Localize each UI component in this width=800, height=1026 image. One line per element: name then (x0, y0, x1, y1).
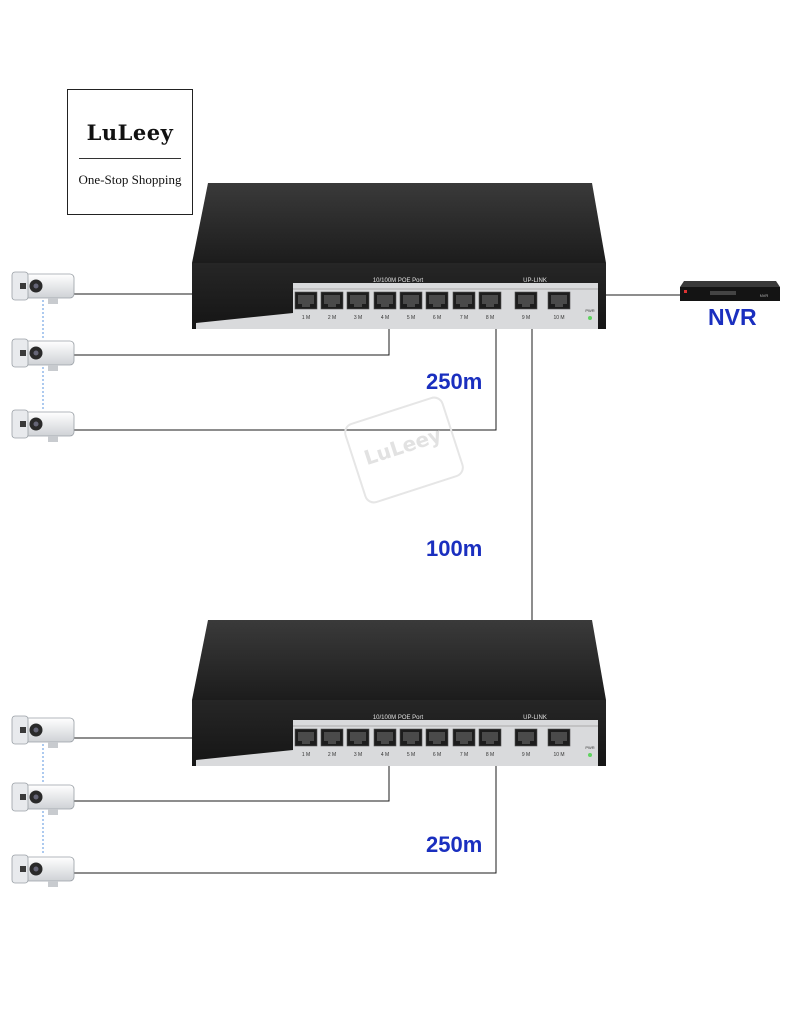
rj45-port: 2 M (320, 291, 344, 321)
uplink-label: UP-LINK (523, 715, 547, 721)
nvr-front-text: NVR (760, 293, 769, 298)
rj45-port: 6 M (425, 728, 449, 758)
rj45-port: 7 M (452, 728, 476, 758)
poe-switch-bottom: 10/100M POE Port UP-LINK PWR 1 M 2 M 3 M 4 M 5 … (192, 620, 606, 766)
uplink-label: UP-LINK (523, 278, 547, 284)
port-number: 9 M (522, 752, 530, 758)
power-led (588, 753, 592, 757)
rj45-port: 1 M (294, 291, 318, 321)
network-cable (74, 309, 497, 431)
pwr-label: PWR (585, 745, 594, 750)
port-number: 1 M (302, 752, 310, 758)
brand-tagline: One-Stop Shopping (78, 172, 182, 187)
rj45-port: 5 M (399, 728, 423, 758)
distance-label-inter-switch: 100m (426, 536, 483, 561)
rj45-port: 9 M (514, 728, 538, 758)
brand-name: LuLeey (86, 120, 174, 145)
port-number: 4 M (381, 315, 389, 321)
port-number: 3 M (354, 752, 362, 758)
port-number: 7 M (460, 315, 468, 321)
port-number: 7 M (460, 752, 468, 758)
port-number: 5 M (407, 315, 415, 321)
port-number: 2 M (328, 752, 336, 758)
port-number: 6 M (433, 315, 441, 321)
rj45-port: 3 M (346, 291, 370, 321)
rj45-port: 1 M (294, 728, 318, 758)
switch-top-face (192, 183, 606, 263)
poe-switch-top: 10/100M POE Port UP-LINK PWR 1 M 2 M 3 M 4 M 5 … (192, 183, 606, 329)
port-number: 9 M (522, 315, 530, 321)
ip-camera (11, 409, 75, 442)
logo-divider (79, 158, 181, 159)
poe-port-label: 10/100M POE Port (373, 715, 424, 721)
port-number: 8 M (486, 752, 494, 758)
rj45-port: 10 M (547, 728, 571, 758)
switch-top-face (192, 620, 606, 700)
network-cable (74, 746, 497, 874)
port-number: 10 M (553, 315, 564, 321)
port-number: 8 M (486, 315, 494, 321)
poe-port-label: 10/100M POE Port (373, 278, 424, 284)
rj45-port: 4 M (373, 728, 397, 758)
rj45-port: 2 M (320, 728, 344, 758)
rj45-port: 9 M (514, 291, 538, 321)
cameras (11, 271, 75, 887)
rj45-port: 8 M (478, 728, 502, 758)
rj45-port: 8 M (478, 291, 502, 321)
rj45-port: 10 M (547, 291, 571, 321)
nvr-recorder: NVR (680, 281, 780, 301)
distance-label-top-cameras: 250m (426, 369, 483, 394)
watermark-text: LuLeey (361, 422, 445, 470)
ip-camera (11, 715, 75, 748)
cable-lines (42, 293, 680, 874)
distance-label-bottom-cameras: 250m (426, 832, 483, 857)
rj45-port: 4 M (373, 291, 397, 321)
pwr-label: PWR (585, 308, 594, 313)
ip-camera (11, 338, 75, 371)
port-number: 10 M (553, 752, 564, 758)
rj45-port: 3 M (346, 728, 370, 758)
brand-logo-box: LuLeey One-Stop Shopping (67, 89, 193, 215)
port-number: 4 M (381, 752, 389, 758)
rj45-port: 7 M (452, 291, 476, 321)
port-number: 2 M (328, 315, 336, 321)
ip-camera (11, 271, 75, 304)
port-number: 5 M (407, 752, 415, 758)
port-number: 1 M (302, 315, 310, 321)
rj45-port: 5 M (399, 291, 423, 321)
rj45-port: 6 M (425, 291, 449, 321)
nvr-label: NVR (708, 304, 757, 330)
port-number: 6 M (433, 752, 441, 758)
port-number: 3 M (354, 315, 362, 321)
nvr-device: NVR (680, 281, 780, 301)
ip-camera (11, 854, 75, 887)
ip-camera (11, 782, 75, 815)
power-led (588, 316, 592, 320)
